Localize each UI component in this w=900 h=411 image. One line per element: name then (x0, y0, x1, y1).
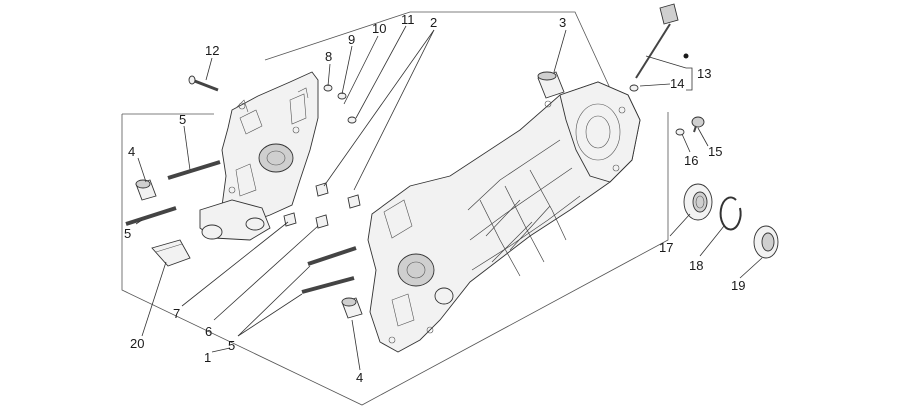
callout-1: 1 (204, 350, 211, 365)
callout-13: 13 (697, 66, 711, 81)
callout-5-lower: 5 (228, 338, 235, 353)
callout-7: 7 (173, 306, 180, 321)
callout-10: 10 (372, 21, 386, 36)
callout-16: 16 (684, 153, 698, 168)
callout-18: 18 (689, 258, 703, 273)
right-crankcase-half (367, 81, 641, 353)
callout-4-lower: 4 (356, 370, 363, 385)
washer-16 (675, 128, 685, 136)
bushing-3 (537, 71, 565, 99)
bearing-17 (683, 183, 713, 221)
callout-6: 6 (205, 324, 212, 339)
callout-15: 15 (708, 144, 722, 159)
bushing-20 (151, 239, 191, 267)
callout-9: 9 (348, 32, 355, 47)
callout-8: 8 (325, 49, 332, 64)
bushing-4-upper (135, 179, 157, 201)
left-crankcase-half (199, 71, 319, 241)
callout-14: 14 (670, 76, 684, 91)
callout-4-upper: 4 (128, 144, 135, 159)
leader-lines (135, 25, 763, 371)
bolt-15 (691, 116, 705, 133)
callout-17: 17 (659, 240, 673, 255)
callout-5-upper: 5 (179, 112, 186, 127)
callout-5-left: 5 (124, 226, 131, 241)
bolt-12 (188, 75, 219, 92)
callout-11: 11 (401, 12, 415, 27)
callout-labels: 12 8 9 10 11 2 3 13 14 16 15 5 4 5 20 7 … (124, 12, 745, 385)
callout-3: 3 (559, 15, 566, 30)
small-fasteners (323, 84, 357, 124)
callout-19: 19 (731, 278, 745, 293)
dipstick-13 (629, 3, 679, 92)
circlip-18 (719, 196, 742, 231)
assembly-frame (121, 11, 669, 406)
callout-12: 12 (205, 43, 219, 58)
oil-seal-19 (753, 225, 779, 259)
bushing-4-lower (341, 297, 363, 319)
studs (125, 160, 357, 294)
callout-20: 20 (130, 336, 144, 351)
callout-2: 2 (430, 15, 437, 30)
